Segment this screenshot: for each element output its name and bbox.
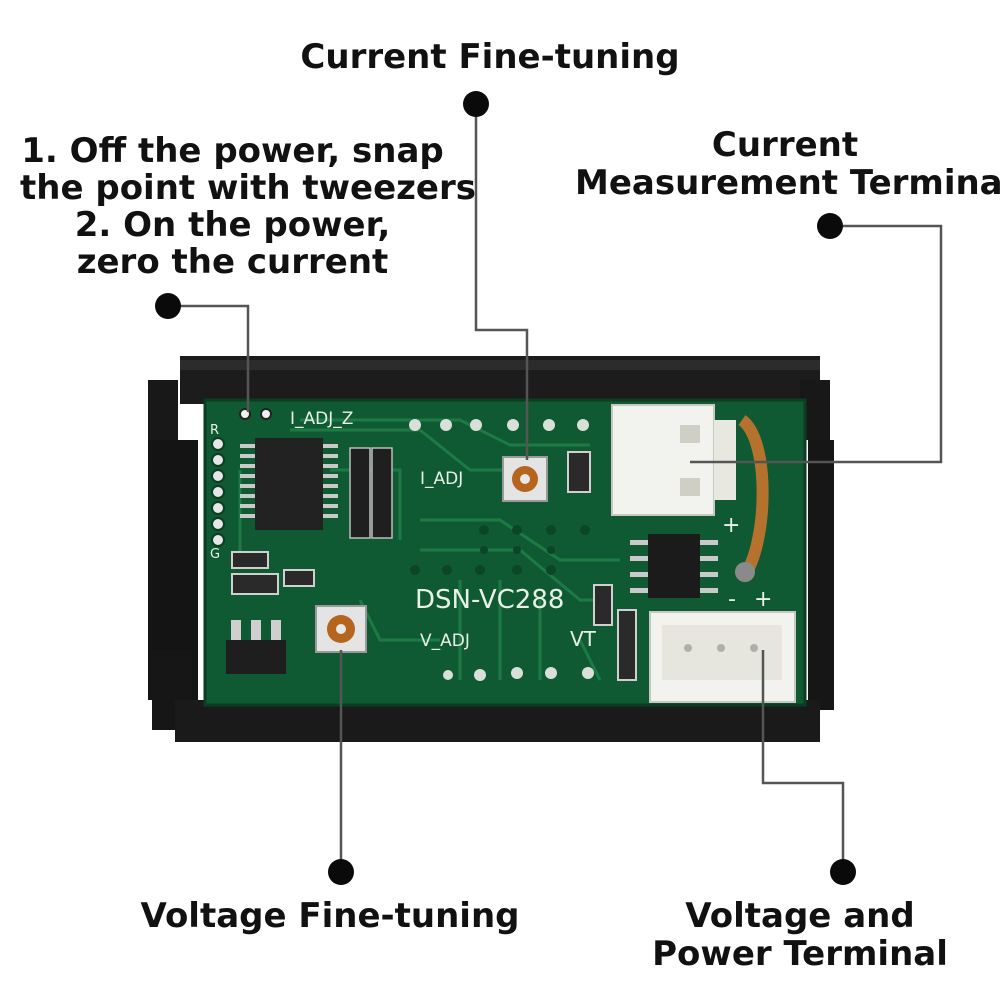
label-cmt-line-1: Current (711, 125, 859, 165)
instruction-line-3: 2. On the power, (74, 205, 391, 245)
silk-vt: VT (570, 627, 597, 651)
voltage-regulator (226, 620, 286, 674)
label-vpt-line-1: Voltage and (685, 896, 915, 936)
leader-zero-current (168, 304, 250, 412)
silk-plus-lower: + (754, 587, 772, 612)
silk-i-adj: I_ADJ (420, 469, 463, 489)
label-current-fine-tuning: Current Fine-tuning (300, 38, 680, 76)
instruction-line-1: 1. Off the power, snap (21, 131, 444, 171)
label-voltage-fine-tuning: Voltage Fine-tuning (140, 897, 520, 935)
silk-pin-g: G (210, 547, 220, 562)
current-terminal-connector (611, 404, 769, 582)
dot-current-fine-tuning (463, 91, 489, 117)
label-cmt-line-2: Measurement Terminal (575, 163, 1000, 203)
voltage-trim-potentiometer (315, 605, 367, 653)
dot-zero-current (155, 293, 181, 319)
label-zero-current-instructions: 1. Off the power, snap the point with tw… (20, 131, 476, 282)
label-voltage-fine-tuning-text: Voltage Fine-tuning (140, 896, 520, 936)
leader-voltage-power (761, 650, 845, 872)
dot-voltage-power (830, 859, 856, 885)
pcb-silkscreen: I_ADJ_Z I_ADJ DSN-VC288 V_ADJ VT R G + -… (210, 409, 772, 651)
silk-minus: - (728, 587, 736, 612)
label-voltage-power-terminal: Voltage and Power Terminal (640, 897, 960, 973)
silk-model: DSN-VC288 (415, 585, 564, 615)
silk-v-adj: V_ADJ (420, 631, 470, 651)
leader-current-measurement (690, 224, 943, 464)
label-vpt-line-2: Power Terminal (652, 934, 948, 974)
label-current-measurement-terminal: Current Measurement Terminal (575, 125, 1000, 203)
silk-plus-upper: + (722, 513, 740, 538)
voltage-terminal-connector (649, 611, 796, 703)
main-ic-chip (240, 438, 338, 530)
callout-leaders (168, 104, 943, 872)
leader-current-fine-tuning (474, 104, 529, 460)
current-trim-potentiometer (502, 456, 548, 502)
silk-i-adj-z: I_ADJ_Z (290, 409, 353, 429)
silk-pin-r: R (210, 423, 219, 438)
instruction-line-2: the point with tweezers (20, 168, 476, 208)
callout-dots (155, 91, 856, 885)
label-current-fine-tuning-text: Current Fine-tuning (300, 37, 680, 77)
dot-current-measurement (817, 213, 843, 239)
instruction-line-4: zero the current (76, 242, 389, 282)
dot-voltage-fine-tuning (328, 859, 354, 885)
